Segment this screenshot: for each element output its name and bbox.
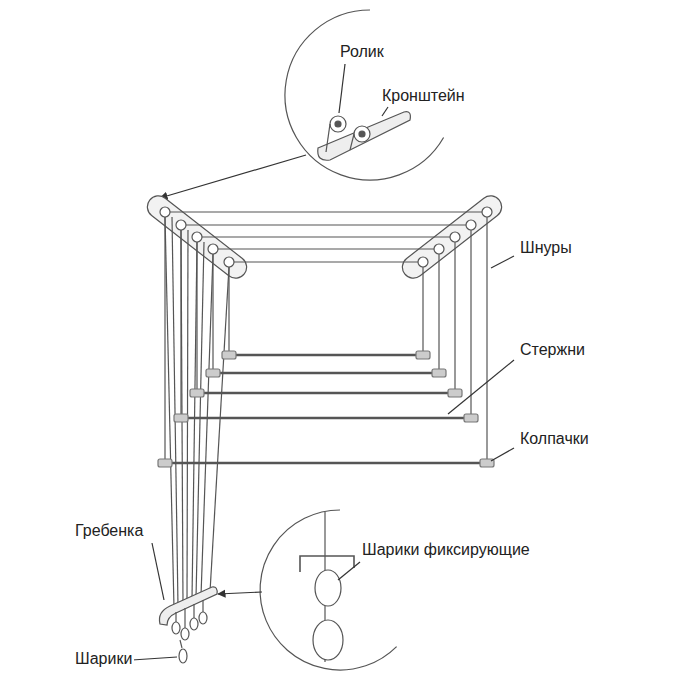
part-label: Стержни [518, 340, 587, 359]
part-label: Гребенка [73, 521, 145, 540]
part-label: Шарики фиксирующие [360, 540, 532, 559]
comb [159, 587, 217, 625]
pulley-detail [330, 116, 346, 132]
part-label: Шнуры [518, 238, 574, 257]
part-label: Шарики [73, 649, 134, 668]
detail-circle [260, 510, 397, 670]
part-label: Ролик [338, 42, 386, 61]
part-label: Колпачки [518, 429, 591, 448]
bracket-detail [318, 112, 411, 161]
part-label: Кронштейн [380, 86, 467, 105]
rod [229, 354, 423, 357]
